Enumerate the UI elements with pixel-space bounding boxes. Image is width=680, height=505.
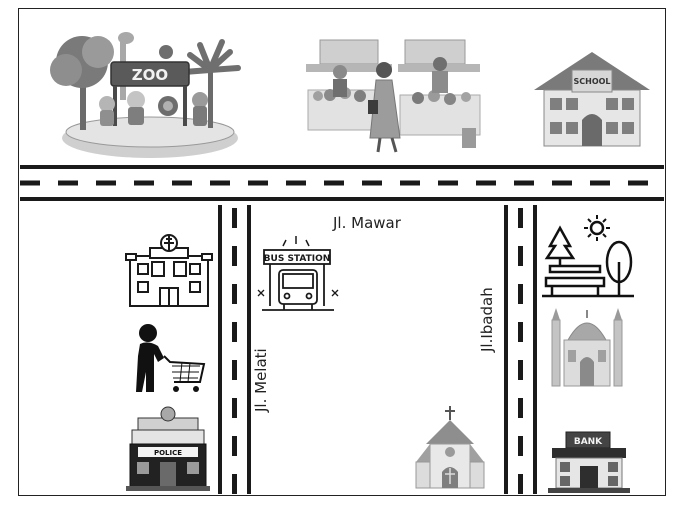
horizontal-road (20, 165, 664, 201)
road-label-jl-ibadah: Jl.Ibadah (478, 287, 496, 353)
church-icon (415, 406, 485, 489)
bank-icon: BANK (548, 431, 630, 493)
police-station-icon: POLICE (126, 406, 210, 491)
park-icon (542, 215, 634, 298)
zoo-icon: ZOO (50, 32, 241, 158)
police-sign-text: POLICE (154, 449, 182, 457)
mosque-icon (551, 308, 623, 387)
road-label-jl-melati: Jl. Melati (252, 348, 270, 413)
bank-sign-text: BANK (574, 437, 603, 447)
hospital-icon (125, 234, 213, 307)
bus-station-icon: BUS STATION (257, 236, 339, 311)
zoo-sign-text: ZOO (132, 66, 168, 84)
left-vertical-road (218, 205, 251, 494)
bus-station-sign-text: BUS STATION (264, 254, 331, 264)
school-sign-text: SCHOOL (573, 77, 610, 86)
market-icon (306, 39, 481, 153)
road-network (20, 165, 664, 494)
right-vertical-road (504, 205, 537, 494)
school-icon: SCHOOL (534, 52, 650, 147)
road-label-jl-mawar: Jl. Mawar (332, 214, 402, 232)
shopper-icon (136, 324, 206, 392)
